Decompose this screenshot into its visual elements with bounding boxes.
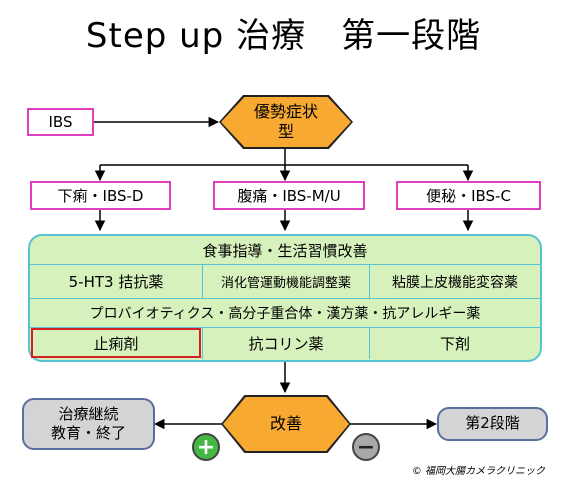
page-title: Step up 治療 第一段階	[85, 16, 482, 56]
diet-lifestyle-row: 食事指導・生活習慣改善	[202, 241, 368, 260]
continue-treatment-box: 治療継続 教育・終了	[22, 398, 155, 450]
drug-mucosal-modifier: 粘膜上皮機能変容薬	[392, 274, 518, 291]
abdominal-pain-type-box: 腹痛・IBS-M/U	[213, 181, 365, 210]
panel-divider	[30, 327, 540, 328]
other-agents-row: プロバイオティクス・高分子重合体・漢方薬・抗アレルギー薬	[89, 306, 481, 322]
treatment-panel: 食事指導・生活習慣改善 5-HT3 拮抗薬 消化管運動機能調整薬 粘膜上皮機能変…	[28, 234, 542, 362]
drug-5ht3-antagonist: 5-HT3 拮抗薬	[68, 273, 164, 291]
improvement-node: 改善	[223, 397, 349, 451]
panel-divider	[369, 328, 370, 359]
second-stage-box: 第2段階	[437, 407, 548, 441]
drug-motility-regulator: 消化管運動機能調整薬	[220, 276, 351, 291]
drug-anticholinergic: 抗コリン薬	[248, 335, 324, 353]
panel-divider	[202, 265, 203, 298]
constipation-type-box: 便秘・IBS-C	[396, 181, 541, 210]
drug-laxative: 下剤	[439, 335, 470, 353]
panel-divider	[369, 265, 370, 298]
minus-icon: −	[352, 433, 380, 461]
panel-divider	[202, 328, 203, 359]
drug-antidiarrheal: 止痢剤	[31, 328, 201, 358]
panel-divider	[30, 298, 540, 299]
diarrhea-type-box: 下痢・IBS-D	[30, 181, 171, 210]
panel-divider	[30, 264, 540, 265]
ibs-box: IBS	[27, 108, 94, 136]
copyright-text: © 福岡大腸カメラクリニック	[411, 466, 545, 477]
dominant-type-node: 優勢症状 型	[221, 97, 351, 147]
plus-icon: +	[192, 433, 220, 461]
